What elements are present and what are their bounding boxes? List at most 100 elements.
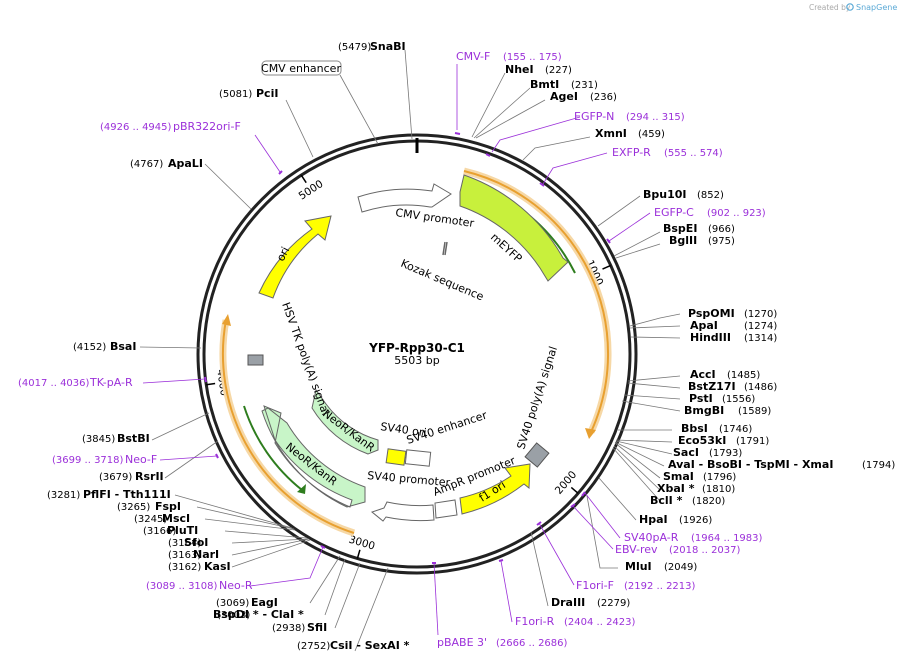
primer-position: (555 .. 574) — [664, 148, 723, 159]
site-label: BstZ17I — [688, 380, 736, 393]
feature-ampr-promoter[interactable] — [434, 499, 458, 519]
label-sv40-ori: SV40 ori — [380, 420, 428, 439]
plasmid-length: 5503 bp — [394, 354, 439, 367]
primer-position: (3089 .. 3108) — [146, 581, 218, 592]
site-label: RsrII — [135, 470, 164, 483]
site-label: CsiI - SexAI * — [330, 639, 410, 652]
feature-sv40-enhancer[interactable] — [404, 449, 432, 467]
site-position: (1589) — [738, 406, 771, 417]
site-label: ApaI — [690, 319, 718, 332]
site-label: SfoI — [184, 536, 208, 549]
primer-position: (4926 .. 4945) — [100, 122, 172, 133]
primer-label: TK-pA-R — [89, 376, 133, 389]
site-label: HpaI — [639, 513, 668, 526]
site-position: (1746) — [719, 424, 752, 435]
feature-hsv-tk-marker — [247, 354, 264, 366]
site-label: PstI — [689, 392, 713, 405]
primer-label: pBABE 3' — [437, 636, 487, 649]
site-label: SmaI — [663, 470, 694, 483]
site-position: (1926) — [679, 515, 712, 526]
primer-label: pBR322ori-F — [173, 120, 241, 133]
orf-arc-green-left-arrow — [297, 484, 306, 494]
site-position: (5081) — [219, 89, 252, 100]
site-position: (3845) — [82, 434, 115, 445]
ruler-tick — [300, 174, 307, 184]
site-label: BbsI — [681, 422, 708, 435]
site-position: (459) — [638, 129, 665, 140]
primer-label: EXFP-R — [612, 146, 651, 159]
site-position: (1556) — [722, 394, 755, 405]
site-label: MscI — [162, 512, 190, 525]
feature-f1-ori[interactable] — [459, 463, 531, 515]
label-sv40-polya: SV40 poly(A) signal — [514, 345, 560, 451]
feature-meyfp[interactable] — [459, 174, 569, 282]
site-position: (4152) — [73, 342, 106, 353]
site-position: (1796) — [703, 472, 736, 483]
primer-label: Neo-R — [219, 579, 253, 592]
primer-label: EBV-rev — [615, 543, 658, 556]
feature-kozak — [442, 241, 448, 256]
site-position: (1314) — [744, 333, 777, 344]
site-label: XmnI — [595, 127, 627, 140]
site-position: (3166) — [143, 526, 176, 537]
site-label: AgeI — [550, 90, 578, 103]
primer-position: (294 .. 315) — [626, 112, 685, 123]
ruler-tick-label: 5000 — [297, 178, 326, 203]
primer-label: EGFP-N — [574, 110, 614, 123]
site-label: DraIII — [551, 596, 585, 609]
ruler-tick-label: 2000 — [553, 469, 580, 497]
site-position: (3245) — [134, 514, 167, 525]
site-position: (4767) — [130, 159, 163, 170]
site-position: (227) — [545, 65, 572, 76]
label-connectors — [139, 49, 681, 652]
primer-label: SV40pA-R — [624, 531, 679, 544]
site-label: PflFI - Tth111I — [83, 488, 171, 501]
site-position: (1270) — [744, 309, 777, 320]
primer-position: (3699 .. 3718) — [52, 455, 124, 466]
site-position: (1791) — [736, 436, 769, 447]
primer-label: F1ori-F — [576, 579, 614, 592]
cmv-enhancer-label: CMV enhancer — [261, 62, 341, 75]
feature-sv40-ori[interactable] — [385, 448, 407, 466]
feature-cmv-promoter[interactable] — [357, 183, 452, 213]
snapgene-logo-icon — [846, 3, 854, 11]
ruler-tick — [602, 264, 612, 270]
ruler-tick — [206, 382, 216, 386]
label-cmv-promoter: CMV promoter — [395, 206, 476, 230]
label-kozak: Kozak sequence — [399, 257, 486, 304]
site-position: (3069) — [216, 598, 249, 609]
site-label: BglII — [669, 234, 697, 247]
feature-ori[interactable] — [258, 215, 332, 299]
orf-arc-neo-line — [221, 319, 355, 534]
plasmid-name: YFP-Rpp30-C1 — [368, 341, 465, 355]
primer-position: (1964 .. 1983) — [691, 533, 763, 544]
ruler-tick — [570, 486, 579, 494]
primer-position: (2192 .. 2213) — [624, 581, 696, 592]
backbone-outer — [196, 133, 638, 575]
site-label: MluI — [625, 560, 652, 573]
snapgene-brand: SnapGene — [856, 3, 897, 12]
orf-arc-green-left — [243, 405, 303, 491]
site-position: (1274) — [744, 321, 777, 332]
site-position: (1794) — [862, 460, 895, 471]
site-position: (966) — [708, 224, 735, 235]
site-label: ApaLI — [168, 157, 203, 170]
site-position: (3265) — [117, 502, 150, 513]
restriction-site-labels: (5479)SnaBINheI(227)BmtI(231)AgeI(236)Xm… — [47, 40, 895, 652]
site-position: (1810) — [702, 484, 735, 495]
site-position: (3162) — [168, 562, 201, 573]
primer-marks — [204, 132, 611, 564]
feature-neo-outer[interactable] — [261, 405, 366, 508]
feature-sv40-promoter[interactable] — [370, 501, 435, 522]
label-neokanr-inner: NeoR/KanR — [320, 407, 377, 455]
site-label: BstBI — [117, 432, 150, 445]
primer-label: EGFP-C — [654, 206, 694, 219]
site-label: BclI * — [650, 494, 683, 507]
site-position: (2938) — [272, 623, 305, 634]
primer-label: Neo-F — [125, 453, 157, 466]
site-position: (236) — [590, 92, 617, 103]
feature-neo-inner[interactable] — [311, 388, 379, 455]
site-position: (1793) — [709, 448, 742, 459]
primer-labels: CMV-F(155 .. 175)EGFP-N(294 .. 315)EXFP-… — [18, 50, 766, 649]
